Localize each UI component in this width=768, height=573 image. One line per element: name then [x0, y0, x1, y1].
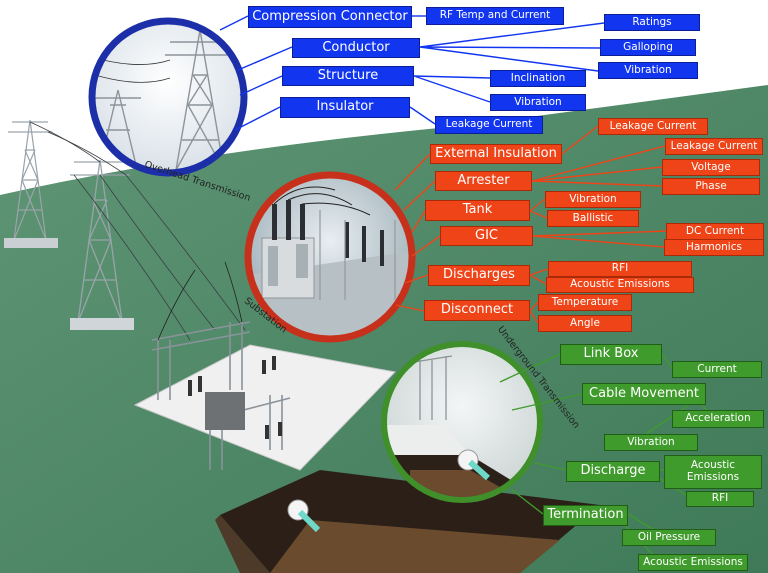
underground-discharge-rfi: RFI [686, 491, 754, 507]
underground-link-box-current: Current [672, 361, 762, 378]
underground-termination-oil-pressure: Oil Pressure [622, 529, 716, 546]
overhead-conductor-vibration: Vibration [598, 62, 698, 79]
substation-external-insulation: External Insulation [430, 144, 562, 164]
overhead-insulator-leakage-current: Leakage Current [435, 116, 543, 134]
substation-disconnect: Disconnect [424, 300, 530, 321]
substation-gic: GIC [440, 226, 533, 246]
substation-arrester: Arrester [435, 171, 532, 191]
substation-external-insulation-leakage: Leakage Current [598, 118, 708, 135]
substation-arrester-voltage: Voltage [662, 159, 760, 176]
overhead-rf-temp-current: RF Temp and Current [426, 7, 564, 25]
overhead-circle [92, 21, 260, 173]
underground-cable-movement: Cable Movement [582, 383, 706, 405]
underground-discharge-acoustic: Acoustic Emissions [664, 455, 762, 489]
substation-discharges-acoustic: Acoustic Emissions [546, 277, 694, 293]
tower-base [70, 318, 134, 330]
underground-termination: Termination [543, 505, 628, 526]
substation-tank-vibration: Vibration [545, 191, 641, 208]
overhead-compression-connector: Compression Connector [248, 6, 412, 28]
overhead-conductor-galloping: Galloping [600, 39, 696, 56]
substation-gic-harmonics: Harmonics [664, 239, 764, 256]
transformer [205, 392, 245, 430]
overhead-structure-vibration: Vibration [490, 94, 586, 111]
underground-discharge: Discharge [566, 461, 660, 482]
substation-tank: Tank [425, 200, 530, 221]
substation-disconnect-temperature: Temperature [538, 294, 632, 311]
substation-arrester-leakage: Leakage Current [665, 138, 763, 155]
substation-tank-ballistic: Ballistic [547, 210, 639, 227]
substation-arrester-phase: Phase [662, 178, 760, 195]
overhead-structure: Structure [282, 66, 414, 86]
underground-link-box: Link Box [560, 344, 662, 365]
tower-base [4, 238, 58, 248]
overhead-conductor-ratings: Ratings [604, 14, 700, 31]
substation-discharges-rfi: RFI [548, 261, 692, 277]
underground-cable-movement-vibration: Vibration [604, 434, 698, 451]
overhead-insulator: Insulator [280, 97, 410, 118]
substation-discharges: Discharges [428, 265, 530, 286]
overhead-conductor: Conductor [292, 38, 420, 58]
underground-termination-acoustic: Acoustic Emissions [638, 554, 748, 571]
overhead-structure-inclination: Inclination [490, 70, 586, 87]
substation-gic-dc-current: DC Current [666, 223, 764, 240]
substation-disconnect-angle: Angle [538, 315, 632, 332]
underground-cable-movement-acceleration: Acceleration [672, 410, 764, 428]
